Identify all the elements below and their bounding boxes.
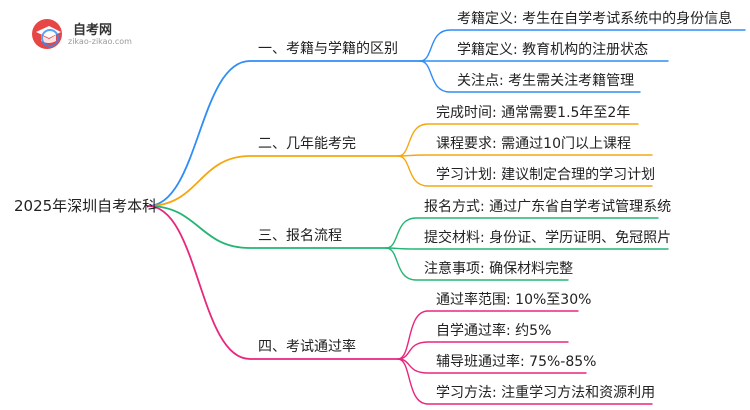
branch-4-item-2: 自学通过率: 约5% [436,323,552,339]
branch-3-topic: 三、报名流程 [258,228,342,244]
branch-1-item-3-connector [419,60,641,93]
branch-1-connector [147,60,421,207]
branch-3-item-2: 提交材料: 身份证、学历证明、免冠照片 [424,230,672,246]
branch-3-connector [147,205,387,249]
branch-4-item-1-connector [397,310,579,360]
branch-2-connector [147,155,399,207]
root-topic: 2025年深圳自考本科 [14,197,158,215]
branch-4-item-2-connector [397,341,569,360]
branch-4-item-4: 学习方法: 注重学习方法和资源利用 [436,385,656,401]
branch-1-topic: 一、考籍与学籍的区别 [258,41,398,57]
logo-url: zikao-zikao.com [68,37,132,46]
branch-3-item-2-connector [385,247,669,250]
branch-2-item-2: 课程要求: 需通过10门以上课程 [436,136,631,152]
branch-2-item-2-connector [397,154,653,157]
branch-3-item-1-connector [385,217,659,249]
branch-4-topic: 四、考试通过率 [258,339,356,355]
branch-4-connector [147,205,399,360]
branch-1-item-1: 考籍定义: 考生在自学考试系统中的身份信息 [457,11,733,27]
branch-2-item-3-connector [397,155,653,187]
branch-3-item-3: 注意事项: 确保材料完整 [424,261,574,277]
branch-3-item-3-connector [385,247,569,281]
branch-3-item-1: 报名方式: 通过广东省自学考试管理系统 [424,199,672,215]
branch-4-item-1: 通过率范围: 10%至30% [436,292,592,308]
branch-1-item-2: 学籍定义: 教育机构的注册状态 [457,42,649,58]
graduation-cap-icon [32,19,62,49]
branch-2-item-3: 学习计划: 建议制定合理的学习计划 [436,167,656,183]
branch-4-item-4-connector [397,358,653,405]
branch-2-topic: 二、几年能考完 [258,136,356,152]
branch-1-item-1-connector [419,29,746,62]
branch-4-item-3: 辅导班通过率: 75%-85% [436,354,597,370]
branch-1-item-3: 关注点: 考生需关注考籍管理 [457,73,635,89]
branch-2-item-1: 完成时间: 通常需要1.5年至2年 [436,105,631,121]
logo-name: 自考网 [73,23,113,38]
site-logo[interactable]: 自考网 zikao-zikao.com [30,16,142,52]
branch-2-item-1-connector [397,123,639,157]
